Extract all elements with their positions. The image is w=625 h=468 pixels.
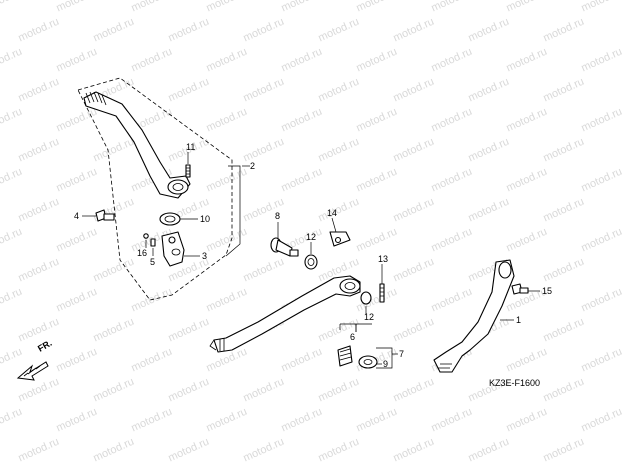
callout-5: 5	[150, 257, 155, 267]
figure-code: KZ3E-F1600	[489, 378, 540, 388]
washer-part-12b	[360, 291, 372, 305]
front-direction-label: FR.	[36, 338, 54, 354]
callout-8: 8	[275, 211, 280, 221]
kick-pedal-assembly	[433, 259, 515, 373]
callout-15: 15	[542, 286, 552, 296]
bolt-part-15	[511, 283, 529, 295]
callout-10: 10	[200, 214, 210, 224]
group-bracket-7	[376, 347, 393, 369]
spring-part-7	[337, 345, 353, 367]
gearshift-pedal	[209, 275, 361, 353]
front-direction-arrow	[16, 361, 49, 381]
callout-12-upper: 12	[306, 232, 316, 242]
bolt-part-8	[270, 237, 299, 257]
callout-7: 7	[399, 349, 404, 359]
callout-2: 2	[250, 161, 255, 171]
dowel-part-16	[143, 233, 149, 239]
bolt-part-11	[185, 164, 191, 178]
kick-starter-arm	[83, 91, 191, 199]
seal-part-10	[159, 212, 181, 226]
pin-part-5	[150, 238, 156, 247]
spindle-part-3	[161, 231, 185, 267]
washer-part-12a	[304, 254, 318, 270]
assembly-outline	[77, 77, 233, 301]
collar-part-9	[358, 355, 378, 369]
callout-12-lower: 12	[364, 312, 374, 322]
leader-lines	[82, 152, 540, 365]
clip-part-14	[329, 231, 351, 247]
group-bracket-2	[225, 165, 241, 257]
callout-1: 1	[516, 315, 521, 325]
callout-13: 13	[378, 254, 388, 264]
callout-16: 16	[137, 248, 147, 258]
pin-part-13	[379, 283, 385, 303]
bolt-part-4	[95, 209, 115, 222]
callout-9: 9	[383, 359, 388, 369]
callout-11: 11	[186, 142, 195, 152]
callout-4: 4	[74, 211, 79, 221]
callout-6: 6	[350, 332, 355, 342]
callout-3: 3	[202, 251, 207, 261]
callout-14: 14	[327, 208, 337, 218]
